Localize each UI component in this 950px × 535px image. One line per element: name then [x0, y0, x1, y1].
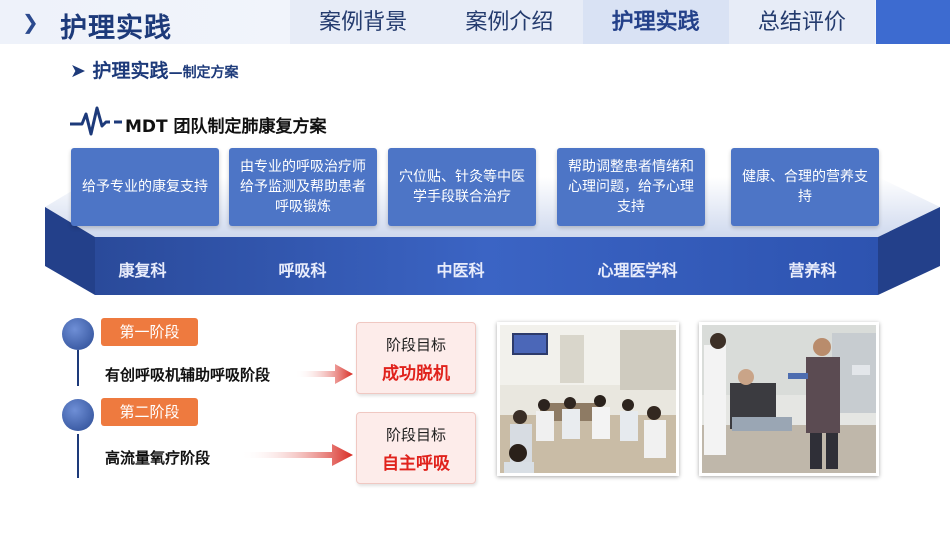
timeline-line [77, 350, 79, 386]
dept-desc-text: 穴位贴、针灸等中医学手段联合治疗 [399, 169, 525, 205]
subtitle-main: 护理实践 [92, 60, 169, 82]
dept-desc-box: 由专业的呼吸治疗师给予监测及帮助患者呼吸锻炼 [229, 148, 377, 226]
chevron-right-icon: ❯ [22, 10, 39, 34]
team-meeting-photo [497, 322, 679, 476]
stage-two-goal-box: 阶段目标 自主呼吸 [356, 412, 476, 484]
arrow-right-icon [295, 364, 353, 384]
ribbon-front-face [95, 237, 878, 295]
subtitle-sub: —制定方案 [168, 65, 239, 81]
tab-summary-evaluation[interactable]: 总结评价 [757, 10, 846, 35]
tab-bar: 案例背景 案例介绍 护理实践 总结评价 [290, 0, 875, 44]
dept-desc-text: 帮助调整患者情绪和心理问题，给予心理支持 [568, 159, 694, 215]
stage-one-goal-box: 阶段目标 成功脱机 [356, 322, 476, 394]
heartbeat-icon [70, 106, 122, 136]
goal-label: 阶段目标 [385, 336, 446, 354]
ribbon-left-face [45, 207, 95, 295]
corner-accent-block [876, 0, 950, 44]
dept-name: 心理医学科 [597, 261, 678, 280]
stage-one-badge: 第一阶段 [101, 318, 198, 346]
goal-value: 自主呼吸 [382, 454, 450, 474]
goal-value: 成功脱机 [382, 364, 450, 384]
dept-desc-text: 健康、合理的营养支持 [742, 169, 868, 205]
dept-name: 营养科 [788, 261, 837, 280]
stage-two-badge: 第二阶段 [101, 398, 198, 426]
stage-one-phase: 有创呼吸机辅助呼吸阶段 [105, 366, 271, 384]
dept-name: 呼吸科 [278, 261, 327, 280]
goal-label: 阶段目标 [385, 426, 446, 444]
mdt-heading-text: MDT 团队制定肺康复方案 [125, 117, 327, 137]
timeline-dot [62, 318, 94, 350]
ribbon-right-face [878, 207, 940, 295]
arrow-bullet-icon: ➤ [70, 60, 86, 82]
dept-desc-box: 给予专业的康复支持 [71, 148, 219, 226]
rehab-exercise-photo [699, 322, 879, 476]
dept-desc-text: 由专业的呼吸治疗师给予监测及帮助患者呼吸锻炼 [240, 159, 366, 215]
dept-desc-box: 帮助调整患者情绪和心理问题，给予心理支持 [557, 148, 705, 226]
stage-two-phase: 高流量氧疗阶段 [105, 449, 211, 467]
arrow-right-icon [240, 444, 353, 466]
dept-desc-text: 给予专业的康复支持 [82, 179, 208, 195]
header-bar: ❯ 护理实践 案例背景 案例介绍 护理实践 总结评价 [0, 0, 950, 44]
tab-nursing-practice[interactable]: 护理实践 [582, 0, 729, 44]
dept-name: 中医科 [436, 261, 485, 280]
section-subtitle: ➤ 护理实践—制定方案 [70, 56, 239, 83]
timeline-line [77, 434, 79, 478]
tab-case-intro[interactable]: 案例介绍 [465, 10, 554, 35]
timeline-dot [62, 399, 94, 431]
dept-desc-box: 健康、合理的营养支持 [731, 148, 879, 226]
dept-name: 康复科 [118, 261, 167, 280]
tab-case-background[interactable]: 案例背景 [319, 10, 408, 35]
page-title: 护理实践 [60, 13, 172, 44]
dept-desc-box: 穴位贴、针灸等中医学手段联合治疗 [388, 148, 536, 226]
